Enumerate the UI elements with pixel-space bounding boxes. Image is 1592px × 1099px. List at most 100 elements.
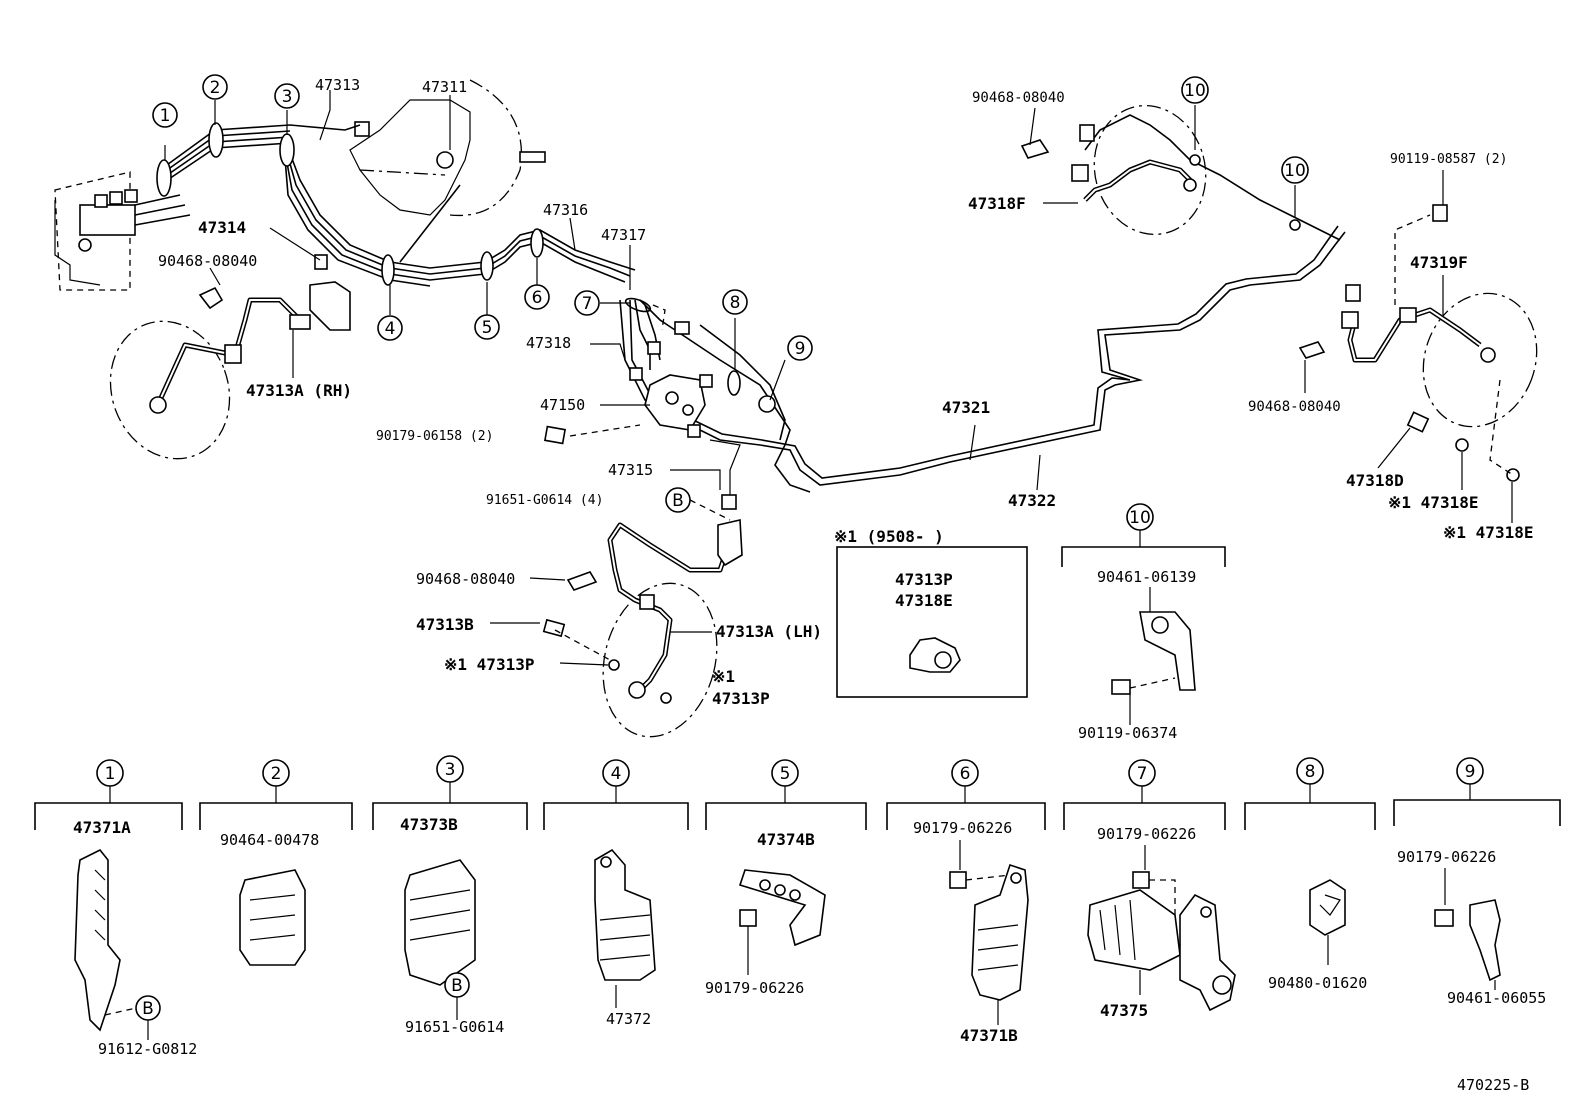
reference-code: 470225-B xyxy=(1457,1076,1529,1094)
label-47316: 47316 xyxy=(543,201,588,219)
detail-1-part-a: 47371A xyxy=(73,818,131,837)
detail-2: 2 90464-00478 xyxy=(199,759,353,966)
label-47318e-a: ※1 47318E xyxy=(1388,493,1478,512)
svg-text:4: 4 xyxy=(385,319,396,339)
detail-6-part-b: 47371B xyxy=(960,1026,1018,1045)
detail-10-part-top: 90461-06139 xyxy=(1097,568,1196,586)
callout-6: 6 xyxy=(524,284,550,310)
label-47318e-b: ※1 47318E xyxy=(1443,523,1533,542)
master-cylinder-assembly xyxy=(54,171,191,291)
callout-5: 5 xyxy=(474,314,500,340)
label-47313p-b: 47313P xyxy=(712,689,770,708)
detail-9-part-b: 90461-06055 xyxy=(1447,989,1546,1007)
clip-b-callout: B xyxy=(665,487,691,513)
label-47319f: 47319F xyxy=(1410,253,1468,272)
svg-text:B: B xyxy=(451,976,463,996)
detail-1-part-b: 91612-G0812 xyxy=(98,1040,197,1058)
label-47321: 47321 xyxy=(942,398,990,417)
svg-text:B: B xyxy=(142,999,154,1019)
label-90468-08040-a: 90468-08040 xyxy=(158,252,257,270)
label-90468-08040-b: 90468-08040 xyxy=(416,570,515,588)
svg-text:9: 9 xyxy=(1465,762,1476,782)
label-47313a-lh: 47313A (LH) xyxy=(716,622,822,641)
callout-circles: 1 2 3 4 5 6 7 8 9 10 10 B xyxy=(152,74,1309,513)
svg-text:1: 1 xyxy=(160,106,171,126)
svg-text:10: 10 xyxy=(1184,81,1206,101)
label-90468-08040-c: 90468-08040 xyxy=(972,90,1065,106)
rear-brake-hoses xyxy=(1020,104,1538,482)
callout-4: 4 xyxy=(377,315,403,341)
svg-text:2: 2 xyxy=(210,78,221,98)
main-brake-line-bundle xyxy=(156,122,652,313)
svg-text:10: 10 xyxy=(1129,508,1151,528)
detail-5-part-b: 90179-06226 xyxy=(705,979,804,997)
callout-10a: 10 xyxy=(1181,76,1209,104)
label-47318d: 47318D xyxy=(1346,471,1404,490)
svg-text:8: 8 xyxy=(1305,762,1316,782)
front-rh-brake-hose xyxy=(109,254,351,460)
callout-1: 1 xyxy=(152,102,178,128)
label-47318: 47318 xyxy=(526,334,571,352)
svg-text:9: 9 xyxy=(795,339,806,359)
part-labels: 47313 47311 47314 90468-08040 47313A (RH… xyxy=(158,76,1533,708)
detail-7: 7 90179-06226 47375 xyxy=(1063,759,1236,1020)
front-lh-brake-hose xyxy=(542,519,743,738)
detail-7-part-b: 47375 xyxy=(1100,1001,1148,1020)
callout-2: 2 xyxy=(202,74,228,100)
svg-text:3: 3 xyxy=(282,87,293,107)
inset-part-47318e: 47318E xyxy=(895,591,953,610)
svg-text:8: 8 xyxy=(730,293,741,313)
detail-6: 6 90179-06226 47371B xyxy=(886,759,1046,1045)
label-91651-g0614-4: 91651-G0614 (4) xyxy=(486,493,603,508)
label-47313a-rh: 47313A (RH) xyxy=(246,381,352,400)
detail-6-part-a: 90179-06226 xyxy=(913,819,1012,837)
label-47318f: 47318F xyxy=(968,194,1026,213)
detail-2-part-a: 90464-00478 xyxy=(220,831,319,849)
detail-9: 9 90179-06226 90461-06055 xyxy=(1393,757,1561,1007)
detail-4-part-a: 47372 xyxy=(606,1010,651,1028)
callout-7: 7 xyxy=(574,290,600,316)
callout-9: 9 xyxy=(787,335,813,361)
svg-text:1: 1 xyxy=(105,764,116,784)
detail-8: 8 90480-01620 xyxy=(1244,757,1376,992)
svg-text:6: 6 xyxy=(532,288,543,308)
label-47150: 47150 xyxy=(540,396,585,414)
inset-part-47313p: 47313P xyxy=(895,570,953,589)
label-47315: 47315 xyxy=(608,461,653,479)
inset-note-box: ※1 (9508- ) 47313P 47318E xyxy=(834,527,1028,698)
inset-note-title: ※1 (9508- ) xyxy=(834,527,944,546)
svg-text:4: 4 xyxy=(611,764,622,784)
callout-10b: 10 xyxy=(1281,156,1309,184)
detail-3: 3 47373B B 91651-G0614 xyxy=(372,755,528,1036)
detail-3-part-a: 47373B xyxy=(400,815,458,834)
detail-4: 4 47372 xyxy=(543,759,689,1028)
svg-text:2: 2 xyxy=(271,764,282,784)
label-47314: 47314 xyxy=(198,218,246,237)
label-47322: 47322 xyxy=(1008,491,1056,510)
svg-text:7: 7 xyxy=(582,294,593,314)
svg-text:5: 5 xyxy=(482,318,493,338)
label-90179-06158: 90179-06158 (2) xyxy=(376,429,493,444)
label-47313: 47313 xyxy=(315,76,360,94)
svg-text:5: 5 xyxy=(780,764,791,784)
label-47313b: 47313B xyxy=(416,615,474,634)
label-90468-08040-d: 90468-08040 xyxy=(1248,399,1341,415)
detail-5-part-a: 47374B xyxy=(757,830,815,849)
label-47313p-a: ※1 47313P xyxy=(444,655,534,674)
label-90119-08587: 90119-08587 (2) xyxy=(1390,152,1507,167)
label-47317: 47317 xyxy=(601,226,646,244)
detail-7-part-a: 90179-06226 xyxy=(1097,825,1196,843)
label-note-mark: ※1 xyxy=(712,667,735,686)
callout-8: 8 xyxy=(722,289,748,315)
svg-text:6: 6 xyxy=(960,764,971,784)
detail-9-part-a: 90179-06226 xyxy=(1397,848,1496,866)
svg-text:7: 7 xyxy=(1137,764,1148,784)
detail-8-part-a: 90480-01620 xyxy=(1268,974,1367,992)
callout-3: 3 xyxy=(274,83,300,109)
svg-text:B: B xyxy=(672,491,684,511)
detail-1: 1 47371A B 91612-G0812 xyxy=(34,759,197,1058)
svg-text:3: 3 xyxy=(445,760,456,780)
brake-booster-outline xyxy=(349,79,546,217)
proportioning-valve-area xyxy=(619,225,1346,510)
